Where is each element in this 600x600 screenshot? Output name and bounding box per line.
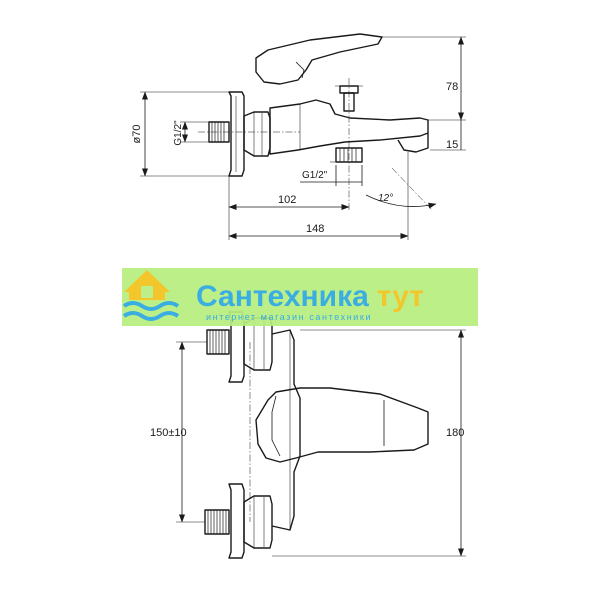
house-logo-icon	[122, 270, 180, 321]
watermark-band	[122, 268, 478, 326]
dim-length-total-label: 148	[306, 223, 324, 235]
watermark-tagline: интернет магазин сантехники	[206, 312, 372, 322]
dim-length-outlet-label: 102	[278, 194, 296, 206]
lever-handle-front	[255, 387, 429, 463]
dim-angle-label: 12°	[378, 193, 393, 204]
dim-center-distance-label: 150±10	[150, 427, 187, 439]
dim-outlet-thread-label: G1/2"	[302, 170, 328, 181]
mixer-body-front	[271, 329, 301, 531]
front-view: 150±10 180	[150, 311, 466, 559]
lever-handle	[255, 33, 383, 85]
dim-total-height-label: 180	[446, 427, 464, 439]
spout-outlet	[397, 133, 429, 153]
top-view: ø70 G1/2" 78 15 G1/2" 12° 102 148	[131, 33, 466, 240]
lower-flange	[228, 483, 245, 559]
inlet-thread	[208, 121, 230, 143]
hex-nut	[243, 111, 271, 157]
upper-inlet-thread	[206, 329, 230, 355]
dim-diameter-label: ø70	[131, 125, 143, 144]
dim-inlet-thread-label: G1/2"	[173, 120, 184, 146]
lower-hex-nut	[243, 495, 273, 549]
wall-flange	[228, 91, 245, 177]
dim-height-spout-label: 15	[446, 139, 458, 151]
lower-inlet-thread	[204, 509, 230, 535]
dim-height-top-label: 78	[446, 81, 458, 93]
